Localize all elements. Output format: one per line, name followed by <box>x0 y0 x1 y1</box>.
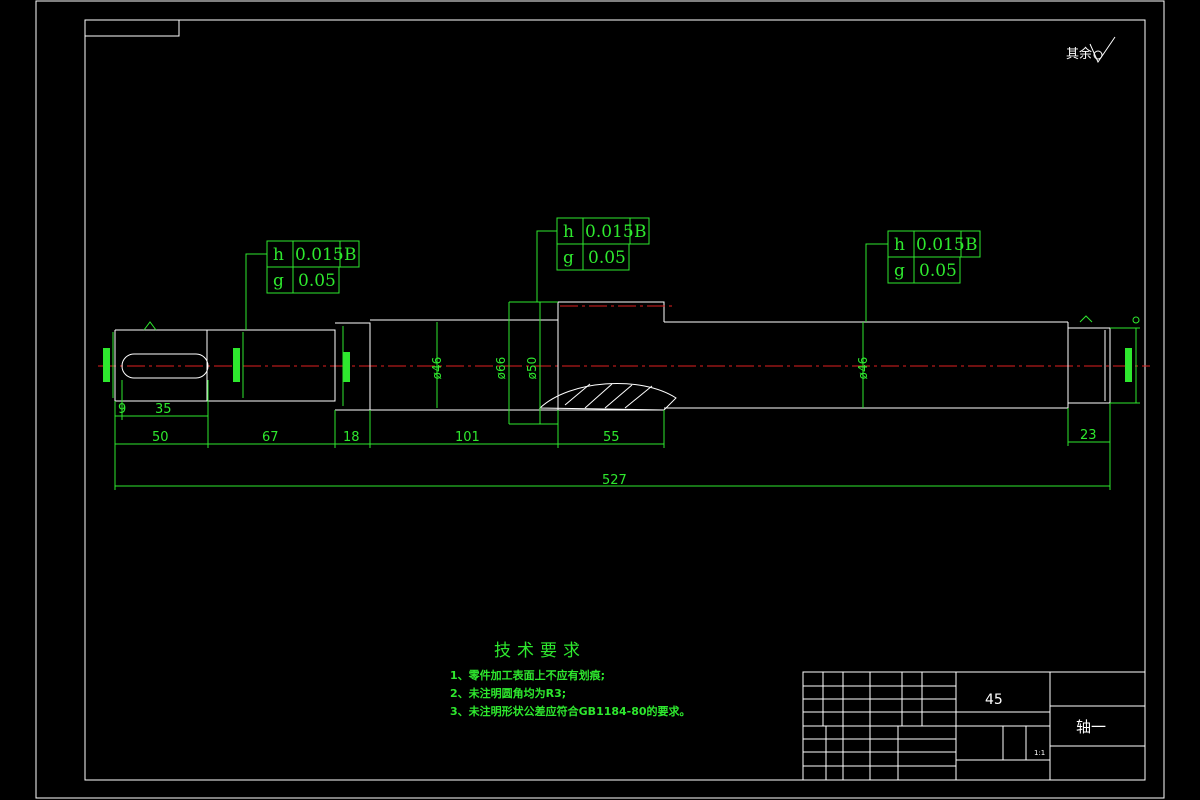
shaft-outline <box>114 301 1111 411</box>
small-dim-marks <box>103 348 1132 382</box>
dim-len-2: 67 <box>262 430 279 445</box>
dim-dia-3: ø50 <box>525 357 539 380</box>
surface-marks <box>143 315 1140 331</box>
svg-text:h: h <box>563 222 574 242</box>
svg-text:B: B <box>634 222 647 242</box>
title-material: 45 <box>985 692 1003 708</box>
dim-len-6: 23 <box>1080 428 1097 443</box>
svg-text:0.05: 0.05 <box>919 261 957 281</box>
svg-text:0.05: 0.05 <box>588 248 626 268</box>
tech-requirement-2: 2、未注明圆角均为R3; <box>450 687 567 700</box>
title-scale: 1:1 <box>1034 749 1045 757</box>
svg-text:B: B <box>965 235 978 255</box>
keyway <box>121 353 209 379</box>
title-block <box>802 671 1146 781</box>
svg-text:0.015: 0.015 <box>585 222 634 242</box>
dim-len-4: 101 <box>455 430 480 445</box>
svg-text:g: g <box>273 271 284 291</box>
dim-dia-2: ø66 <box>494 357 508 380</box>
outer-border <box>35 0 1165 799</box>
dim-len-5: 55 <box>603 430 620 445</box>
length-dims <box>114 380 1111 490</box>
corner-code-box <box>84 19 180 37</box>
inner-frame <box>84 19 1146 781</box>
tech-requirements-title: 技术要求 <box>494 641 586 661</box>
svg-text:g: g <box>894 261 905 281</box>
dim-len-3: 18 <box>343 430 360 445</box>
svg-text:0.05: 0.05 <box>298 271 336 291</box>
dim-dia-1: ø46 <box>430 357 444 380</box>
svg-text:0.015: 0.015 <box>916 235 965 255</box>
dim-total: 527 <box>602 473 627 488</box>
tech-requirement-1: 1、零件加工表面上不应有划痕; <box>450 669 606 682</box>
tolerance-frame-3: h 0.015 B g 0.05 <box>865 230 981 322</box>
dim-keyway-length: 35 <box>155 402 172 417</box>
tolerance-frame-2: h 0.015 B g 0.05 <box>536 217 650 302</box>
svg-text:g: g <box>563 248 574 268</box>
svg-text:h: h <box>273 245 284 265</box>
dim-len-1: 50 <box>152 430 169 445</box>
tolerance-frame-1: h 0.015 B g 0.05 <box>245 240 360 330</box>
diameter-dims <box>112 301 1140 425</box>
tech-requirement-3: 3、未注明形状公差应符合GB1184-80的要求。 <box>450 705 691 718</box>
tech-requirements: 技术要求 1、零件加工表面上不应有划痕; 2、未注明圆角均为R3; 3、未注明形… <box>450 636 691 721</box>
svg-text:h: h <box>894 235 905 255</box>
dim-keyway-offset: 9 <box>118 402 126 417</box>
svg-text:B: B <box>344 245 357 265</box>
roughness-symbol-icon <box>1089 36 1116 64</box>
svg-text:0.015: 0.015 <box>295 245 344 265</box>
title-part-name: 轴一 <box>1076 718 1106 736</box>
dim-dia-4: ø46 <box>856 357 870 380</box>
roughness-note: 其余 <box>1066 46 1092 62</box>
